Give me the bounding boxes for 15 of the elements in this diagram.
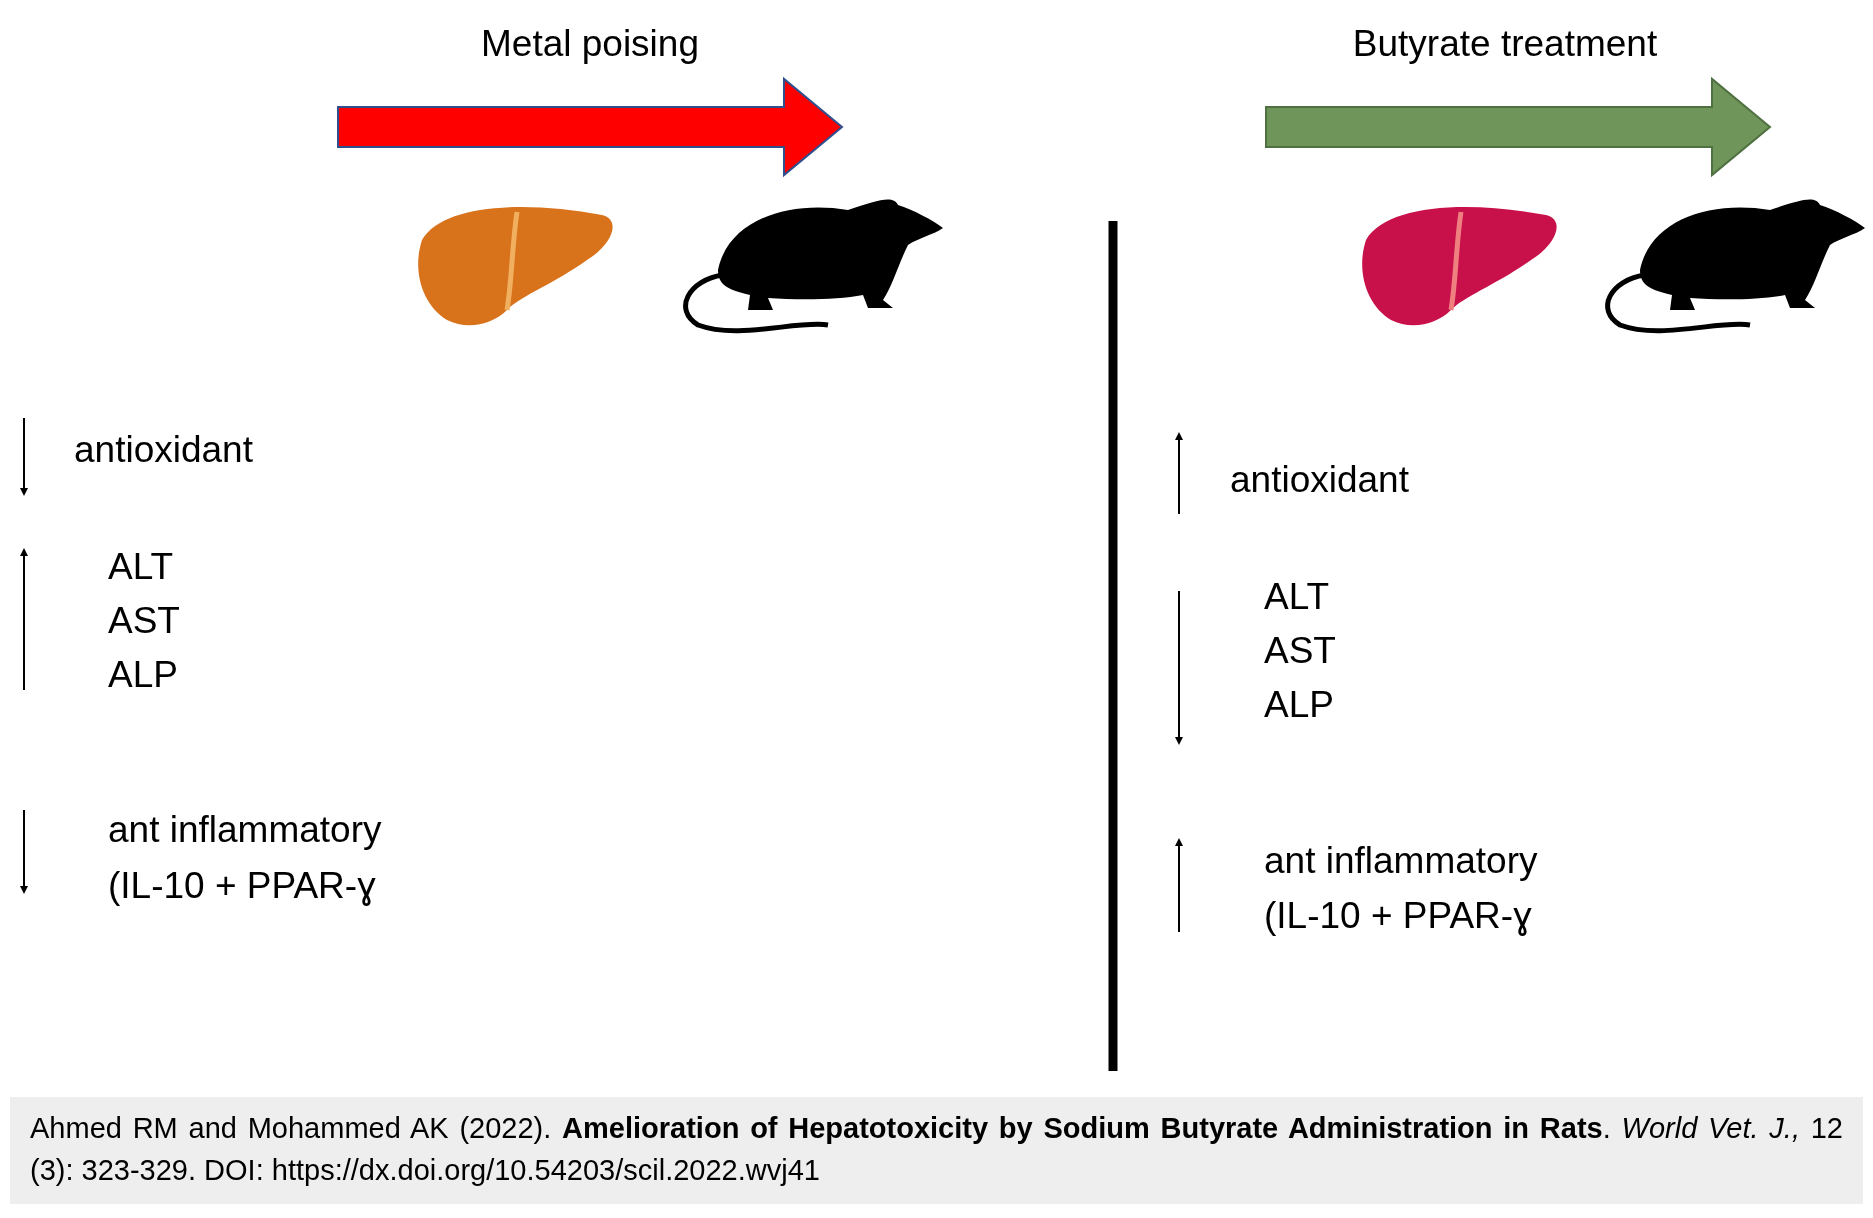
marker-label: antioxidant — [74, 428, 253, 472]
marker-label: ALP — [108, 653, 178, 697]
marker-label: ALT — [1264, 575, 1330, 619]
heading: Metal poising — [481, 22, 699, 66]
marker-label: ALP — [1264, 683, 1334, 727]
heading: Butyrate treatment — [1352, 22, 1658, 66]
marker-label: (IL-10 + PPAR-ɣ — [108, 864, 376, 908]
marker-label: AST — [1264, 629, 1336, 673]
marker-label: (IL-10 + PPAR-ɣ — [1264, 894, 1532, 938]
marker-label: ant inflammatory — [108, 808, 382, 852]
marker-label: antioxidant — [1230, 458, 1409, 502]
citation-caption: Ahmed RM and Mohammed AK (2022). Amelioration of Hepatotoxicity by Sodium Butyrate Administration in Rats. World Vet. J., 12 (3): 323-329. DOI: https://dx.doi.org/10.54203/scil.2022.wvj41 — [10, 1097, 1863, 1204]
marker-label: AST — [108, 599, 180, 643]
marker-label: ant inflammatory — [1264, 839, 1538, 883]
marker-label: ALT — [108, 545, 174, 589]
